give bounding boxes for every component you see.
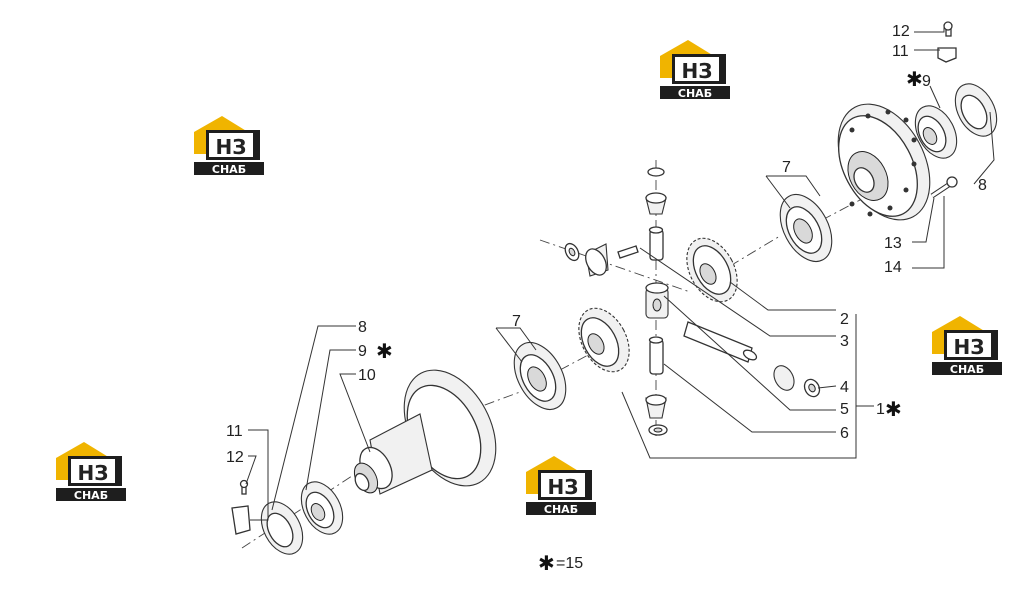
callout-11-top: 11	[892, 43, 909, 60]
svg-text:СНАБ: СНАБ	[544, 503, 578, 516]
side-gear-lower	[578, 307, 630, 373]
callout-11-left: 11	[226, 423, 243, 440]
pinion-right	[773, 365, 821, 398]
case-half-right	[837, 103, 931, 221]
callout-9-right: 9	[922, 73, 931, 90]
star-marker: ✱	[906, 67, 923, 91]
watermark-logo: НЗ СНАБ	[526, 456, 596, 516]
svg-text:СНАБ: СНАБ	[950, 363, 984, 376]
leader-lines	[245, 26, 995, 521]
svg-text:СНАБ: СНАБ	[212, 163, 246, 176]
callout-10: 10	[358, 367, 376, 384]
pinion-left	[585, 243, 609, 277]
callout-12-left: 12	[226, 449, 244, 466]
pinion-top	[645, 167, 667, 215]
callout-9-left: 9	[358, 343, 367, 360]
lock-plate-left	[231, 479, 251, 535]
svg-text:=15: =15	[556, 555, 583, 572]
star-marker: ✱	[885, 397, 902, 421]
svg-text:НЗ: НЗ	[548, 475, 579, 499]
svg-text:НЗ: НЗ	[216, 135, 247, 159]
callout-12-top: 12	[892, 23, 910, 40]
watermark-logo: НЗ СНАБ	[56, 442, 126, 502]
callout-7-upper: 7	[782, 159, 791, 176]
footnote: ✱ =15	[538, 551, 583, 575]
watermark-logo: НЗ СНАБ	[660, 40, 730, 100]
svg-text:НЗ: НЗ	[954, 335, 985, 359]
watermark-logo: НЗ СНАБ	[194, 116, 264, 176]
pinion-shaft	[683, 321, 758, 363]
callout-14: 14	[884, 259, 902, 276]
star-marker: ✱	[376, 339, 393, 363]
svg-text:СНАБ: СНАБ	[74, 489, 108, 502]
lock-plate-top	[937, 21, 957, 63]
callout-8-left: 8	[358, 319, 367, 336]
svg-text:СНАБ: СНАБ	[678, 87, 712, 100]
callout-5: 5	[840, 401, 849, 418]
ring-nut-left	[260, 501, 304, 555]
svg-text:✱: ✱	[538, 551, 555, 575]
cross-pin-lower	[648, 336, 664, 375]
small-pin	[617, 245, 639, 259]
clutch-disc-lower	[513, 342, 567, 410]
pinion-bottom	[645, 394, 668, 436]
callout-8-right: 8	[978, 177, 987, 194]
callout-7-lower: 7	[512, 313, 521, 330]
svg-text:НЗ: НЗ	[682, 59, 713, 83]
callout-4: 4	[840, 379, 849, 396]
side-gear-upper	[686, 237, 738, 303]
washer-left	[564, 242, 580, 262]
case-half-left	[353, 369, 497, 495]
watermark-logo: НЗ СНАБ	[932, 316, 1002, 376]
bearing-left	[300, 481, 344, 535]
clutch-disc-upper	[779, 194, 833, 262]
cross-pin-upper	[648, 226, 664, 261]
callout-1: 1	[876, 401, 885, 418]
callout-3: 3	[840, 333, 849, 350]
callout-2: 2	[840, 311, 849, 328]
bolt	[930, 176, 958, 199]
ring-nut-right	[954, 83, 998, 137]
svg-text:НЗ: НЗ	[78, 461, 109, 485]
callout-13: 13	[884, 235, 902, 252]
bearing-right	[914, 105, 958, 159]
callout-6: 6	[840, 425, 849, 442]
center-block	[645, 282, 669, 319]
